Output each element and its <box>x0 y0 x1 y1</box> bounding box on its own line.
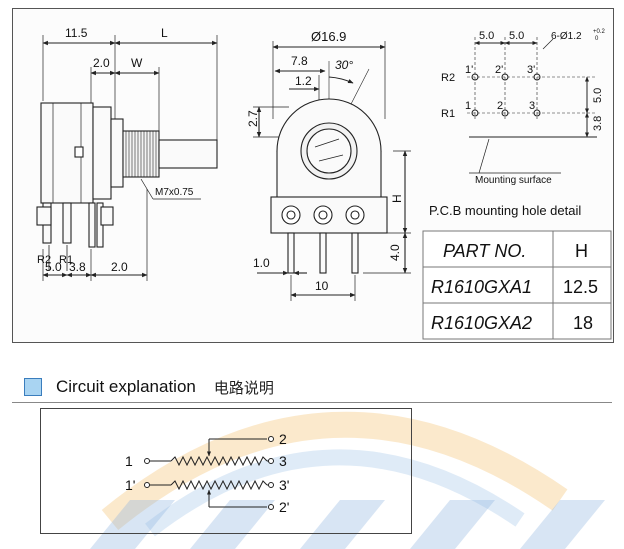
circuit-label-1p: 1' <box>125 477 135 493</box>
technical-drawing: 11.5 L 2.0 W M7x0.75 R2 R1 5.0 3.8 2.0 <box>36 26 612 340</box>
circuit-label-2p: 2' <box>279 499 289 515</box>
pcb-dim-3-8-v: 3.8 <box>592 116 604 131</box>
dim-7-8: 7.8 <box>291 54 308 68</box>
label-R1: R1 <box>59 254 73 266</box>
pcb-pin-2: 2 <box>497 100 503 112</box>
pcb-pin-3: 3 <box>529 100 535 112</box>
side-view <box>36 35 218 281</box>
dim-diameter: Ø16.9 <box>311 29 346 44</box>
thread-label: M7x0.75 <box>155 187 194 198</box>
pcb-row-R2: R2 <box>441 72 455 84</box>
table-header-h: H <box>575 241 588 261</box>
dim-3-8: 3.8 <box>69 260 86 274</box>
table-cell-part-2: R1610GXA2 <box>431 313 532 333</box>
pcb-pin-1: 1 <box>465 100 471 112</box>
dim-5-0: 5.0 <box>45 260 62 274</box>
pcb-dim-5-0-v: 5.0 <box>592 88 604 103</box>
pcb-hole-detail <box>467 37 597 174</box>
dim-11-5: 11.5 <box>65 26 88 40</box>
pcb-pin-1p: 1' <box>465 64 473 76</box>
part-table: PART NO. H R1610GXA1 12.5 R1610GXA2 18 <box>422 230 612 340</box>
table-cell-part-1: R1610GXA1 <box>431 277 532 297</box>
section-divider <box>12 402 612 403</box>
dim-2-0-bottom: 2.0 <box>111 260 128 274</box>
circuit-label-1: 1 <box>125 453 133 469</box>
dim-1-0: 1.0 <box>253 256 270 270</box>
pcb-pin-2p: 2' <box>495 64 503 76</box>
circuit-label-3p: 3' <box>279 477 289 493</box>
dim-L: L <box>161 26 168 40</box>
dim-2-7: 2.7 <box>246 110 260 127</box>
dim-1-2: 1.2 <box>295 74 312 88</box>
hole-tol-lower: 0 <box>595 36 599 42</box>
label-R2: R2 <box>37 254 51 266</box>
circuit-label-2: 2 <box>279 431 287 447</box>
table-header-part: PART NO. <box>443 241 526 261</box>
pcb-pin-3p: 3' <box>527 64 535 76</box>
section-title-cn: 电路说明 <box>213 378 274 397</box>
circuit-section-header: Circuit explanation 电路说明 <box>24 374 274 400</box>
dim-H: H <box>390 194 404 203</box>
table-cell-h-2: 18 <box>573 313 593 333</box>
pcb-dim-5-0-a: 5.0 <box>479 30 494 42</box>
hole-tol-upper: +0.2 <box>593 29 606 35</box>
dim-10: 10 <box>315 279 329 293</box>
front-view <box>253 41 411 301</box>
mounting-surface-label: Mounting surface <box>475 175 552 186</box>
section-title: Circuit explanation <box>56 377 196 396</box>
pcb-row-R1: R1 <box>441 108 455 120</box>
circuit-diagram: 1 1' 2 3 3' 2' <box>125 431 289 515</box>
dim-4-0: 4.0 <box>388 244 402 261</box>
dim-angle: 30° <box>335 58 353 72</box>
drawing-frame: 11.5 L 2.0 W M7x0.75 R2 R1 5.0 3.8 2.0 <box>12 8 614 343</box>
dim-2-0-top: 2.0 <box>93 56 110 70</box>
pcb-dim-5-0-b: 5.0 <box>509 30 524 42</box>
table-cell-h-1: 12.5 <box>563 277 598 297</box>
dim-W: W <box>131 56 143 70</box>
circuit-label-3: 3 <box>279 453 287 469</box>
section-marker-icon <box>24 378 42 396</box>
hole-spec: 6-Ø1.2 <box>551 31 582 42</box>
circuit-frame: 1 1' 2 3 3' 2' <box>40 408 412 534</box>
pcb-caption: P.C.B mounting hole detail <box>429 203 581 218</box>
